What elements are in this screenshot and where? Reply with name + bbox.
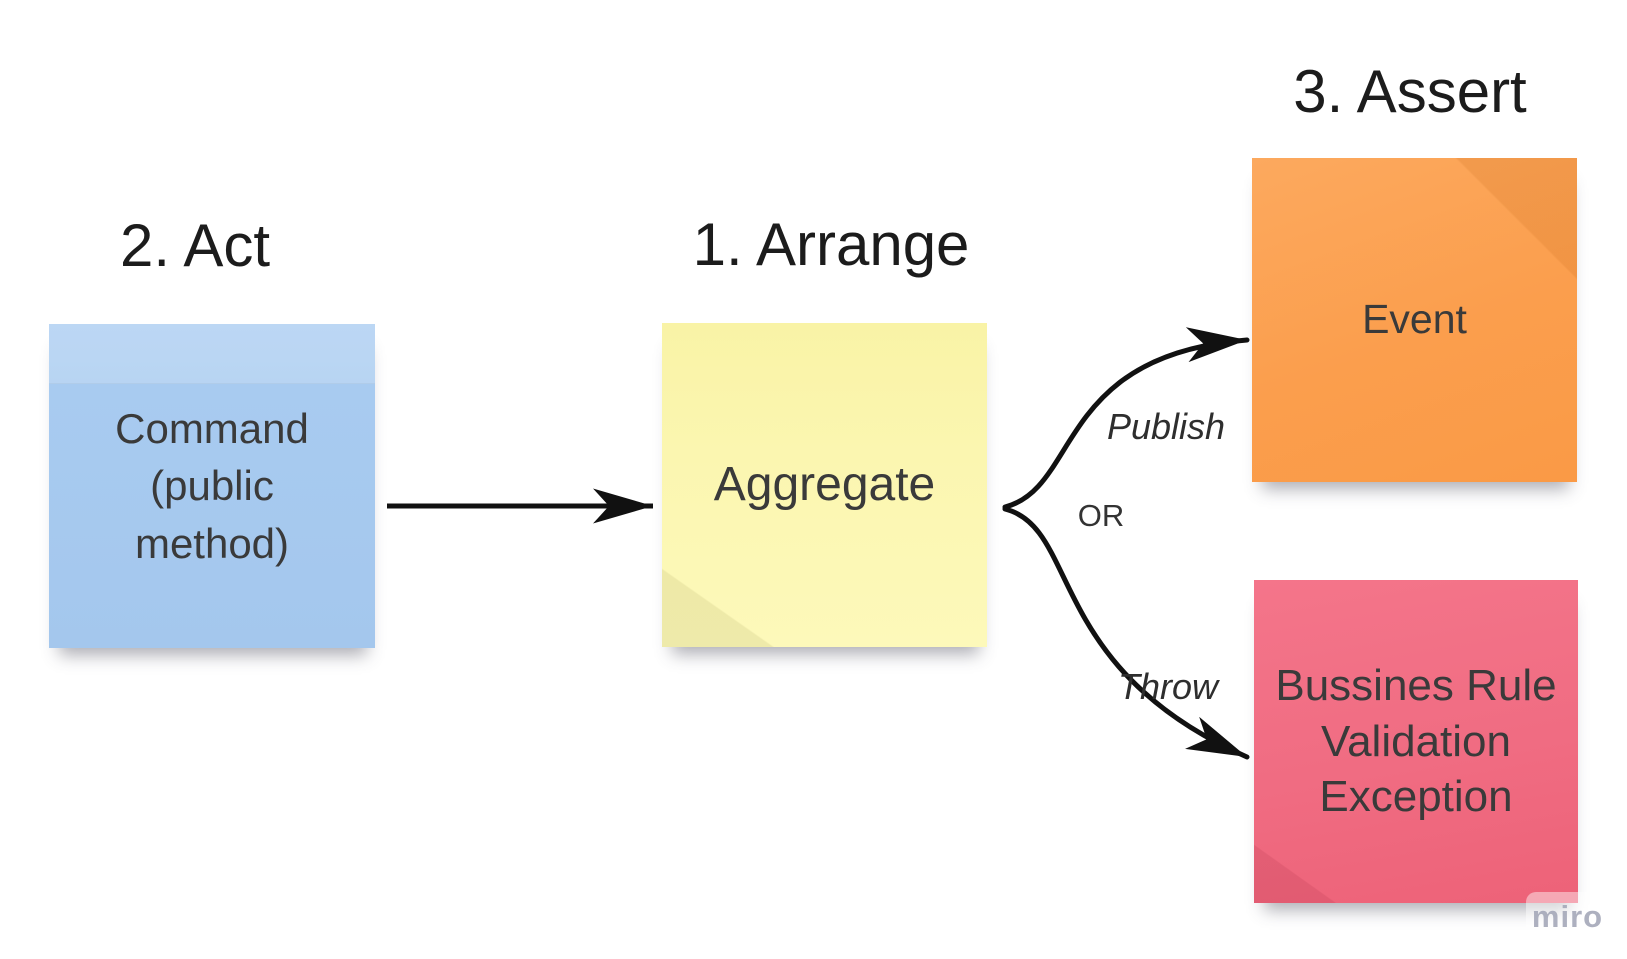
sticky-note-aggregate-text: Aggregate (713, 457, 936, 511)
connector-aggregate-to-event[interactable] (1002, 327, 1250, 510)
heading-assert[interactable]: 3. Assert (1293, 58, 1527, 125)
edge-label-publish: Publish (1106, 406, 1226, 447)
note-corner-fold (1254, 839, 1344, 903)
connector-aggregate-to-exception[interactable] (1002, 506, 1250, 760)
sticky-note-exception-text: Bussines Rule Validation Exception (1275, 660, 1557, 822)
heading-act[interactable]: 2. Act (119, 212, 271, 279)
sticky-note-command-text: Command (public method) (115, 405, 309, 567)
sticky-note-event-text: Event (1362, 296, 1467, 343)
heading-arrange[interactable]: 1. Arrange (692, 211, 970, 278)
sticky-note-command[interactable]: Command (public method) (49, 324, 375, 648)
sticky-note-aggregate[interactable]: Aggregate (662, 323, 987, 647)
sticky-note-event[interactable]: Event (1252, 158, 1577, 482)
miro-watermark-badge: miro (1526, 892, 1627, 959)
edge-label-throw: Throw (1117, 666, 1219, 707)
sticky-note-exception[interactable]: Bussines Rule Validation Exception (1254, 580, 1578, 903)
edge-label-or: OR (1077, 498, 1125, 533)
note-corner-fold (1447, 158, 1577, 288)
note-adhesive-strip (49, 324, 375, 384)
miro-logo: miro (1531, 899, 1604, 934)
note-corner-fold (662, 563, 782, 647)
